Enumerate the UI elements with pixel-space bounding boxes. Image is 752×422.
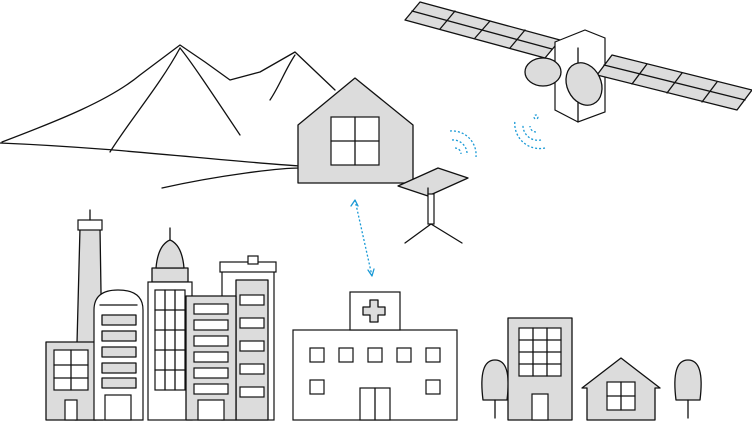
satellite-terminal: [397, 167, 469, 244]
city-buildings: [45, 209, 277, 421]
link-arrow: [350, 199, 375, 277]
rural-house: [297, 77, 414, 184]
hospital: [292, 291, 458, 421]
town: [481, 317, 702, 421]
signal-waves-icon: [449, 114, 546, 158]
mountains: [0, 44, 336, 189]
satellite: [404, 1, 752, 123]
